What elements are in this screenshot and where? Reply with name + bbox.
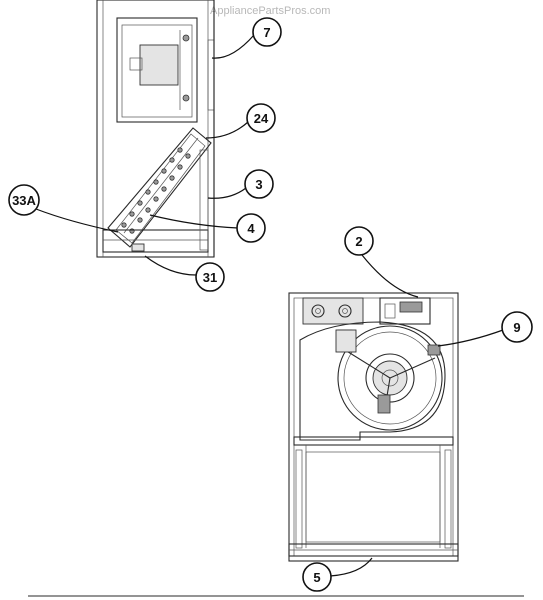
side-view-cabinet: [96, 0, 215, 258]
callout-31-circle: [195, 262, 225, 292]
leader-4: [149, 214, 239, 229]
callout-31-label: 31: [203, 270, 217, 285]
callout-7-circle: [252, 17, 282, 47]
callouts: 7 24 3 33A 4 31 2 9 5: [8, 17, 533, 592]
callout-4-circle: [236, 213, 266, 243]
callout-3-circle: [244, 169, 274, 199]
leader-33a: [35, 208, 119, 233]
callout-24-label: 24: [254, 111, 269, 126]
callout-33a-label: 33A: [12, 193, 36, 208]
front-view-blower: [288, 292, 459, 562]
callout-2-circle: [344, 226, 374, 256]
callout-2-label: 2: [355, 234, 362, 249]
leader-24: [205, 121, 249, 139]
leader-3: [207, 187, 247, 199]
callout-9-label: 9: [513, 320, 520, 335]
callout-4-label: 4: [247, 221, 255, 236]
leader-7: [211, 34, 255, 59]
leader-31: [144, 255, 197, 276]
callout-3-label: 3: [255, 177, 262, 192]
leader-2: [361, 254, 419, 298]
coil-tubes: [121, 147, 191, 234]
callout-9-circle: [501, 311, 533, 343]
callout-7-label: 7: [263, 25, 270, 40]
callout-24-circle: [246, 103, 276, 133]
callout-33a-circle: [8, 184, 40, 216]
callout-5-circle: [302, 562, 332, 592]
callout-5-label: 5: [313, 570, 320, 585]
watermark-text: AppliancePartsPros.com: [210, 5, 330, 17]
leader-5: [329, 557, 373, 577]
leader-9: [437, 329, 504, 347]
